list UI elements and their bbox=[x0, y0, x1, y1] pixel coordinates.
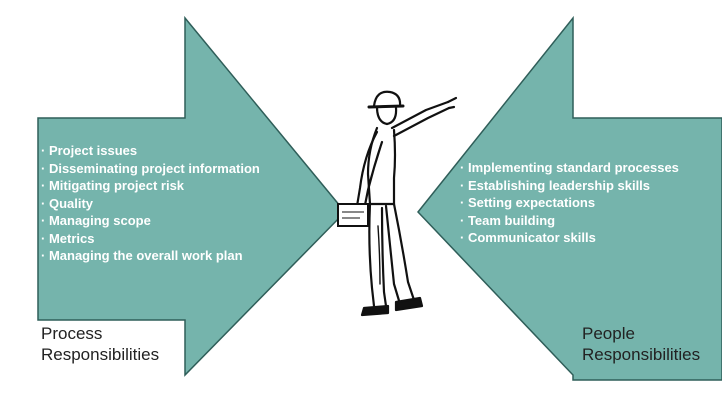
people-caption-line2: Responsibilities bbox=[582, 345, 701, 364]
people-item: Implementing standard processes bbox=[460, 159, 679, 177]
people-item: Setting expectations bbox=[460, 194, 679, 212]
process-caption-line1: Process bbox=[41, 324, 103, 343]
people-item: Communicator skills bbox=[460, 229, 679, 247]
people-item: Establishing leadership skills bbox=[460, 177, 679, 195]
process-item: Managing the overall work plan bbox=[41, 247, 260, 265]
process-list: Project issues Disseminating project inf… bbox=[41, 142, 260, 265]
people-caption-line1: People bbox=[582, 324, 635, 343]
process-caption-line2: Responsibilities bbox=[41, 345, 160, 364]
process-item: Metrics bbox=[41, 230, 260, 248]
process-item: Disseminating project information bbox=[41, 160, 260, 178]
process-item: Project issues bbox=[41, 142, 260, 160]
process-item: Mitigating project risk bbox=[41, 177, 260, 195]
people-caption: People Responsibilities bbox=[582, 323, 700, 365]
pointing-worker-hardhat-icon bbox=[337, 90, 458, 317]
people-item: Team building bbox=[460, 212, 679, 230]
process-item: Managing scope bbox=[41, 212, 260, 230]
people-list: Implementing standard processes Establis… bbox=[460, 159, 679, 247]
process-caption: Process Responsibilities bbox=[41, 323, 159, 365]
process-item: Quality bbox=[41, 195, 260, 213]
